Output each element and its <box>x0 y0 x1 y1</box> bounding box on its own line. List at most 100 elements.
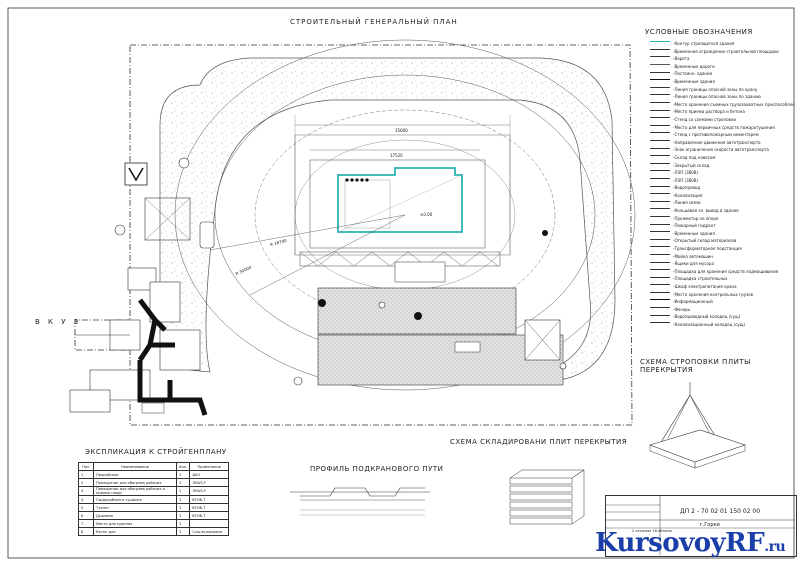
table-cell: ДАО <box>189 470 230 479</box>
table-cell: Помещение для обогрева рабочих и приема … <box>93 486 177 496</box>
watermark-main: KursovoyRF <box>595 528 765 558</box>
legend-label: -Кольцевая эл. вывод в здание <box>673 208 739 214</box>
legend-label: -Место хранения съемных грузозахватных п… <box>673 101 795 107</box>
legend-symbol-icon <box>650 170 670 175</box>
legend-item: -Временные дороги <box>650 63 795 71</box>
legend-symbol-icon <box>650 79 670 84</box>
legend-label: -Трансформаторная подстанция <box>673 246 742 252</box>
watermark-logo: KursovoyRF.ru <box>595 528 786 558</box>
legend-label: -Водопроводный колодец (сущ) <box>673 314 741 320</box>
danger-zone-outer <box>174 39 636 391</box>
table-cell <box>189 519 230 528</box>
legend-item: -Водопровод <box>650 184 795 192</box>
legend-label: -Линия границы опасной зоны по крану <box>673 86 758 92</box>
legend-label: -Место для первичных средств пожаротушен… <box>673 124 775 130</box>
legend-label: -Шкаф электропитания крана <box>673 284 737 289</box>
legend-item: -Стенд с противопожарным инвентарем <box>650 131 795 139</box>
legend-item: -Фонарь <box>650 306 795 314</box>
elevation-label: ±0.00 <box>420 212 433 217</box>
table-cell: ВГНБ.Т <box>189 503 230 512</box>
legend-item: -Место для первичных средств пожаротушен… <box>650 124 795 132</box>
drawing-code: ДП 2 - 70 02 01 150 02 00 <box>680 508 761 515</box>
legend-item: -Направление движения автотранспорта <box>650 139 795 147</box>
legend-item: -Линия границы опасной зоны по зданию <box>650 93 795 101</box>
legend-symbol-icon <box>650 253 670 259</box>
table-cell: 5 <box>78 503 94 512</box>
legend-label: -Прожектор на опоре <box>673 215 719 221</box>
legend-item: -Шкаф электропитания крана <box>650 283 795 291</box>
legend-item: -Мойка автомашин <box>650 253 795 261</box>
explication-header-row: Поз. Наименование Кол. Примечание <box>78 462 230 471</box>
table-cell: ВГНБ.Т <box>189 511 230 520</box>
table-cell: 4 <box>78 495 94 504</box>
legend-item: -Канализационный колодец (сущ) <box>650 321 795 329</box>
legend-symbol-icon <box>650 231 670 236</box>
legend-label: -ЛЭП (380В) <box>673 170 699 176</box>
storage-scheme-title: СХЕМА СКЛАДИРОВАНИ ПЛИТ ПЕРЕКРЫТИЯ <box>450 438 628 446</box>
legend-label: -Площадка для хранения средств подмащива… <box>673 268 779 274</box>
legend-symbol-icon <box>650 200 670 206</box>
legend-label: -Фонарь <box>673 306 691 312</box>
legend-symbol-icon <box>650 132 670 137</box>
legend-symbol-icon <box>650 109 670 115</box>
legend-label: -Водопровод <box>673 185 701 191</box>
table-cell: Туалет <box>93 503 177 512</box>
legend-label: -Ящики для мусора <box>673 261 714 267</box>
drawing-description: 2-этажное 16-объема <box>632 529 672 533</box>
table-cell: 1 <box>175 503 191 512</box>
table-cell: Помещение для обогрева рабочих <box>93 478 177 487</box>
table-cell: 8 <box>78 527 94 536</box>
legend-label: -Место хранения контрольных грузов <box>673 291 753 297</box>
table-cell: 1 <box>175 470 191 479</box>
legend-list: -Контур строящегося здания -Временное огр… <box>650 40 795 329</box>
legend-item: -Трансформаторная подстанция <box>650 245 795 253</box>
legend-symbol-icon <box>650 147 670 153</box>
legend-label: -Линия связи <box>673 200 701 206</box>
legend-item: -Закрытый склад <box>650 162 795 170</box>
legend-item: -Пожарный гидрант <box>650 222 795 230</box>
table-cell: 1 <box>175 478 191 487</box>
table-cell: Котел для <box>93 527 177 536</box>
legend-item: -Ящики для мусора <box>650 260 795 268</box>
legend-item: -Место приема раствора и бетона <box>650 108 795 116</box>
table-cell: Душевая <box>93 511 177 520</box>
legend-symbol-icon <box>650 284 670 289</box>
header-pos: Поз. <box>78 462 94 471</box>
table-cell: Сущ.вкладывно <box>189 527 230 536</box>
legend-label: -Канализация <box>673 192 703 198</box>
table-cell: 1 <box>175 495 191 504</box>
legend-label: -ЛЭП (380В) <box>673 177 699 183</box>
legend-item: -Контур строящегося здания <box>650 40 795 48</box>
table-cell: 1 <box>175 511 191 520</box>
plan-title: СТРОИТЕЛЬНЫЙ ГЕНЕРАЛЬНЫЙ ПЛАН <box>290 18 458 26</box>
legend-item: -Площадка строительных <box>650 275 795 283</box>
legend-label: -Закрытый склад <box>673 162 710 168</box>
slab-stack-sketch <box>509 469 585 525</box>
legend-symbol-icon <box>650 246 670 251</box>
legend-label: -Стенд с противопожарным инвентарем <box>673 132 759 138</box>
legend-title: УСЛОВНЫЕ ОБОЗНАЧЕНИЯ <box>645 28 753 36</box>
road-label: В К У З <box>35 318 82 326</box>
legend-symbol-icon <box>650 291 670 297</box>
explication-title: ЭКСПЛИКАЦИЯ К СТРОЙГЕНПЛАНУ <box>85 448 227 456</box>
legend-label: -Временное ограждение строительной площа… <box>673 48 779 54</box>
legend-item: -Место хранения контрольных грузов <box>650 291 795 299</box>
legend-label: -Контур строящегося здания <box>673 41 735 46</box>
legend-label: -Постоянн. здания <box>673 71 713 77</box>
legend-label: -Информационный <box>673 299 713 305</box>
legend-symbol-icon <box>650 71 670 77</box>
legend-label: -Направление движения автотранспорта <box>673 139 761 145</box>
legend-item: -Открытый склад материалов <box>650 237 795 245</box>
header-qty: Кол. <box>175 462 191 471</box>
legend-label: -Временные здания <box>673 78 715 84</box>
legend-item: -Канализация <box>650 192 795 200</box>
table-cell: 1 <box>78 470 94 479</box>
legend-item: -Водопроводный колодец (сущ) <box>650 313 795 321</box>
legend-label: -Знак ограничения скорости автотранспорт… <box>673 147 769 153</box>
